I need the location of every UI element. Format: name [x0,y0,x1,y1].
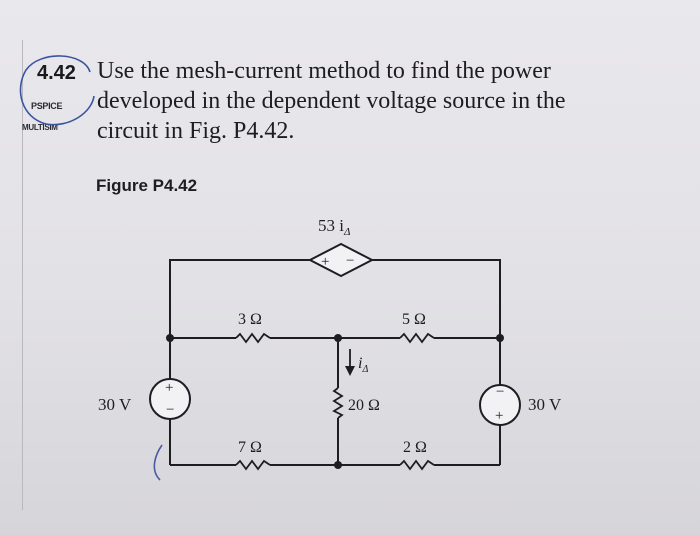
problem-number: 4.42 [37,62,76,84]
right-voltage-source [479,384,521,426]
left-source-plus: + [165,380,173,396]
pen-circle-annotation [19,55,163,481]
problem-line-3: circuit in Fig. P4.42. [97,118,295,144]
current-subscript: Δ [361,364,368,375]
dependent-source-diamond [307,242,375,278]
dependent-source-label: 53 iΔ [318,216,350,238]
current-symbol: i [358,355,362,372]
left-voltage-source [149,378,191,420]
circuit-wires [169,259,501,466]
problem-statement: Use the mesh-current method to find the … [97,56,667,146]
right-source-plus: + [495,408,503,424]
problem-line-2: developed in the dependent voltage sourc… [97,88,566,114]
resistor-3-ohm [235,332,271,344]
right-source-minus: − [496,384,504,400]
current-arrow-icon [345,349,355,376]
resistor-5-ohm-label: 5 Ω [402,311,426,328]
pspice-tag: PSPICE [31,101,63,111]
resistor-3-ohm-label: 3 Ω [238,311,262,328]
resistor-2-ohm [399,459,435,471]
dependent-source-plus: + [321,254,329,270]
resistor-7-ohm [235,459,271,471]
left-source-minus: − [166,402,174,418]
resistor-20-ohm [332,387,344,419]
current-label: iΔ [358,355,368,375]
resistor-7-ohm-label: 7 Ω [238,439,262,456]
junction-dots [166,334,504,469]
right-source-label: 30 V [528,395,562,414]
resistor-2-ohm-label: 2 Ω [403,439,427,456]
margin-rule [22,40,23,510]
figure-label: Figure P4.42 [96,176,198,195]
dependent-source-gain: 53 i [318,216,344,235]
multisim-tag: MULTISIM [22,123,58,132]
dependent-source-subscript: Δ [343,226,350,238]
left-source-label: 30 V [98,395,132,414]
resistor-20-ohm-label: 20 Ω [348,397,380,414]
dependent-source-minus: − [346,253,354,269]
resistor-5-ohm [399,332,435,344]
problem-line-1: Use the mesh-current method to find the … [97,58,551,84]
